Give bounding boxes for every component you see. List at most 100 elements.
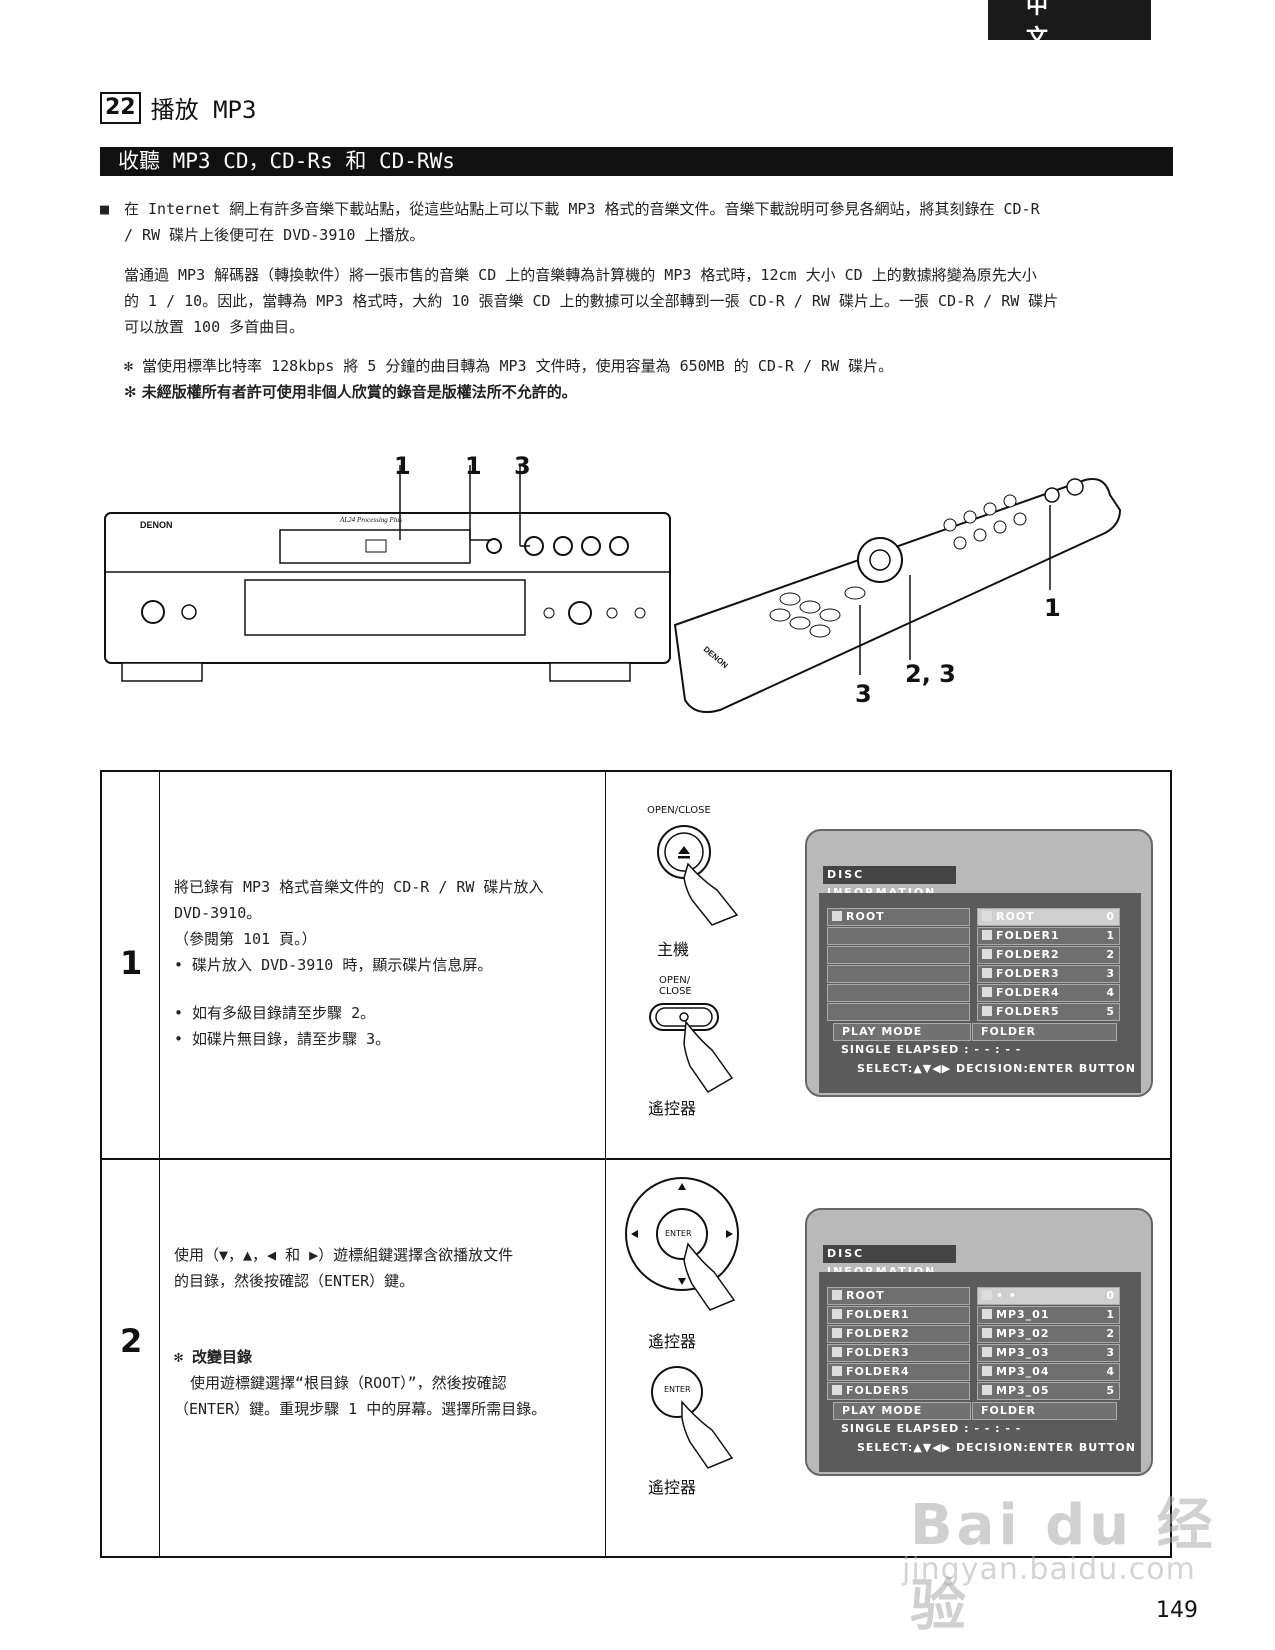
watermark-url: jingyan.baidu.com bbox=[902, 1552, 1196, 1587]
screen-play-mode: PLAY MODE bbox=[833, 1023, 971, 1041]
screen-left-row: FOLDER1 bbox=[827, 1306, 970, 1324]
folder-icon bbox=[982, 930, 992, 940]
step-2-sub-line-2: （ENTER）鍵。重現步驟 1 中的屏幕。選擇所需目錄。 bbox=[174, 1400, 547, 1418]
folder-icon bbox=[832, 1366, 842, 1376]
screen-single-elapsed: SINGLE ELAPSED : - - : - - bbox=[841, 1422, 1022, 1435]
callout-player-1a: 1 bbox=[394, 452, 411, 480]
step-1-remote-caption: 遙控器 bbox=[648, 1099, 697, 1118]
mp3-file-icon bbox=[982, 1309, 992, 1319]
step-1-main-caption: 主機 bbox=[657, 940, 690, 959]
step-1-line-6: • 如碟片無目錄，請至步驟 3。 bbox=[174, 1030, 391, 1048]
dvd-player-drawing bbox=[104, 465, 671, 682]
screen-left-row: FOLDER4 bbox=[827, 1363, 970, 1381]
screen-left-row: FOLDER2 bbox=[827, 1325, 970, 1343]
folder-icon bbox=[832, 1309, 842, 1319]
screen-play-mode: PLAY MODE bbox=[833, 1402, 971, 1420]
intro-note-1: ✻ 當使用標準比特率 128kbps 將 5 分鐘的曲目轉為 MP3 文件時，使… bbox=[124, 357, 894, 375]
callout-player-3: 3 bbox=[514, 452, 531, 480]
step-2-remote-caption-2: 遙控器 bbox=[648, 1478, 697, 1497]
step-1-line-1: 將已錄有 MP3 格式音樂文件的 CD-R / RW 碟片放入 bbox=[174, 878, 544, 896]
subheading-bar: 收聽 MP3 CD，CD-Rs 和 CD-RWs bbox=[100, 147, 1173, 176]
remote-control-drawing bbox=[673, 478, 1122, 713]
step-2-sub-line-1: 使用遊標鍵選擇“根目錄（ROOT）”，然後按確認 bbox=[190, 1374, 507, 1392]
steps-table: 1 將已錄有 MP3 格式音樂文件的 CD-R / RW 碟片放入 DVD-39… bbox=[100, 770, 1172, 1558]
screen-play-mode-value: FOLDER bbox=[972, 1402, 1117, 1420]
folder-icon bbox=[982, 987, 992, 997]
step-2-line-2: 的目錄，然後按確認（ENTER）鍵。 bbox=[174, 1272, 415, 1290]
folder-icon bbox=[982, 949, 992, 959]
intro-p2-line-2: 的 1 / 10。因此，當轉為 MP3 格式時，大約 10 張音樂 CD 上的數… bbox=[124, 292, 1059, 310]
section-title: 播放 MP3 bbox=[150, 96, 257, 124]
intro-note-2: ✻ 未經版權所有者許可使用非個人欣賞的錄音是版權法所不允許的。 bbox=[124, 383, 577, 401]
folder-icon bbox=[982, 911, 992, 921]
step-2-number: 2 bbox=[120, 1322, 143, 1360]
open-close-main-label: OPEN/CLOSE bbox=[647, 805, 711, 816]
section-number: 22 bbox=[100, 91, 141, 124]
step-2-sub-title: ✻ 改變目錄 bbox=[174, 1348, 253, 1366]
step-1-line-2: DVD-3910。 bbox=[174, 904, 262, 922]
step-1-number: 1 bbox=[120, 944, 143, 982]
folder-icon bbox=[832, 1385, 842, 1395]
screen-left-row: ROOT bbox=[827, 908, 970, 926]
language-tab: 中 文 bbox=[988, 0, 1151, 51]
open-close-remote-label-a: OPEN/ bbox=[659, 975, 691, 986]
screen-left-row bbox=[827, 927, 970, 945]
folder-icon bbox=[832, 911, 842, 921]
folder-icon bbox=[982, 1290, 992, 1300]
mp3-file-icon bbox=[982, 1385, 992, 1395]
cursor-enter-button-drawing bbox=[625, 1177, 739, 1311]
screen-left-row: FOLDER3 bbox=[827, 1344, 970, 1362]
screen-left-row bbox=[827, 984, 970, 1002]
screen-select-line: SELECT:▲▼◀▶ DECISION:ENTER BUTTON bbox=[857, 1441, 1136, 1454]
callout-remote-2-3: 2, 3 bbox=[905, 660, 956, 688]
folder-icon bbox=[832, 1290, 842, 1300]
intro-line-1: 在 Internet 網上有許多音樂下載站點，從這些站點上可以下載 MP3 格式… bbox=[124, 200, 1040, 218]
step-2-disc-info-screen: DISC INFORMATION ROOT FOLDER1 FOLDER2 FO… bbox=[805, 1208, 1153, 1476]
folder-icon bbox=[832, 1347, 842, 1357]
player-brand-text: DENON bbox=[140, 520, 173, 530]
screen-single-elapsed: SINGLE ELAPSED : - - : - - bbox=[841, 1043, 1022, 1056]
step-1-line-5: • 如有多級目錄請至步驟 2。 bbox=[174, 1004, 376, 1022]
watermark-logo: Bai du 经验 bbox=[910, 1493, 1217, 1639]
enter-button-drawing bbox=[651, 1366, 734, 1469]
section-heading: 22 播放 MP3 bbox=[100, 90, 256, 125]
mp3-file-icon bbox=[982, 1328, 992, 1338]
screen-title: DISC INFORMATION bbox=[823, 1245, 956, 1278]
open-close-remote-button-drawing bbox=[649, 1003, 734, 1093]
step-2-remote-caption-1: 遙控器 bbox=[648, 1332, 697, 1351]
intro-p2-line-3: 可以放置 100 多首曲目。 bbox=[124, 318, 305, 336]
screen-left-row bbox=[827, 946, 970, 964]
screen-left-row bbox=[827, 965, 970, 983]
player-remote-illustration: DENON AL24 Processing Plus DENON bbox=[104, 465, 1122, 713]
screen-left-row: ROOT bbox=[827, 1287, 970, 1305]
enter-label: ENTER bbox=[664, 1385, 691, 1394]
step-2-line-1: 使用（▼，▲，◀ 和 ▶）遊標組鍵選擇含欲播放文件 bbox=[174, 1246, 514, 1264]
screen-title: DISC INFORMATION bbox=[823, 866, 956, 899]
open-close-remote-label-b: CLOSE bbox=[659, 986, 692, 997]
step-1-line-4: • 碟片放入 DVD-3910 時，顯示碟片信息屏。 bbox=[174, 956, 493, 974]
mp3-file-icon bbox=[982, 1347, 992, 1357]
screen-play-mode-value: FOLDER bbox=[972, 1023, 1117, 1041]
intro-bullet: ■ bbox=[100, 200, 110, 218]
callout-remote-1: 1 bbox=[1044, 594, 1061, 622]
screen-right-row: • •0 bbox=[977, 1287, 1120, 1305]
callout-remote-3: 3 bbox=[855, 680, 872, 708]
screen-select-line: SELECT:▲▼◀▶ DECISION:ENTER BUTTON bbox=[857, 1062, 1136, 1075]
callout-player-1b: 1 bbox=[465, 452, 482, 480]
cursor-enter-label: ENTER bbox=[665, 1229, 692, 1238]
open-close-main-button-drawing bbox=[657, 825, 739, 926]
step-1-line-3: （參閱第 101 頁。） bbox=[174, 930, 317, 948]
player-strip-text: AL24 Processing Plus bbox=[339, 516, 402, 524]
screen-left-row bbox=[827, 1003, 970, 1021]
page-number: 149 bbox=[1156, 1598, 1198, 1623]
